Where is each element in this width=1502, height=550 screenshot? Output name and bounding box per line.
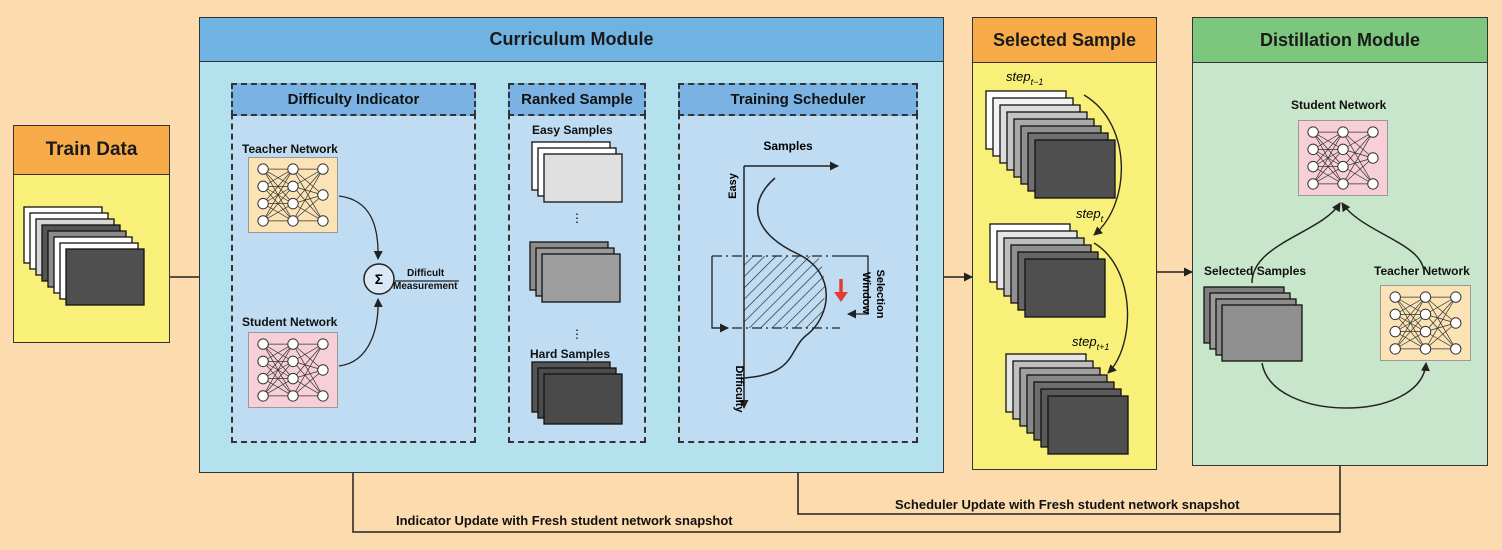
feedback-indicator-line bbox=[348, 445, 1341, 533]
svg-text:⋮: ⋮ bbox=[571, 327, 583, 341]
neuron-node bbox=[317, 338, 329, 350]
hard-samples-label: Hard Samples bbox=[530, 347, 611, 361]
samples-axis-label: Samples bbox=[763, 139, 813, 153]
train-data-stack-icon bbox=[23, 206, 145, 306]
distillation-header: Distillation Module bbox=[1192, 17, 1488, 63]
neuron-node bbox=[287, 355, 299, 368]
neuron-node bbox=[317, 189, 329, 201]
neuron-node bbox=[1337, 160, 1349, 173]
distill-student-label: Student Network bbox=[1291, 98, 1387, 112]
neuron-node bbox=[1337, 143, 1349, 156]
sum-node bbox=[363, 263, 395, 295]
indicator-update-label: Indicator Update with Fresh student netw… bbox=[396, 513, 733, 528]
neuron-node bbox=[1307, 126, 1319, 138]
neuron-node bbox=[317, 364, 329, 376]
sample-card bbox=[1221, 304, 1303, 362]
neuron-node bbox=[1450, 291, 1462, 303]
neuron-node bbox=[1389, 343, 1401, 355]
sample-card bbox=[543, 153, 623, 203]
scheduler-update-label: Scheduler Update with Fresh student netw… bbox=[895, 497, 1240, 512]
neuron-node bbox=[317, 215, 329, 227]
neuron-node bbox=[287, 197, 299, 210]
selection-window-line1: Selection bbox=[874, 270, 886, 319]
sample-card bbox=[543, 373, 623, 425]
neuron-node bbox=[257, 355, 269, 368]
teacher-network-icon bbox=[248, 157, 338, 233]
sample-card bbox=[65, 248, 145, 306]
neuron-node bbox=[1367, 152, 1379, 164]
ranked-sample-title: Ranked Sample bbox=[508, 83, 646, 116]
neuron-node bbox=[287, 338, 299, 350]
neuron-node bbox=[1337, 178, 1349, 190]
neuron-node bbox=[1419, 291, 1432, 303]
teacher-network-label: Teacher Network bbox=[242, 142, 338, 156]
difficult-measurement-line2: Measurement bbox=[393, 281, 458, 292]
neuron-node bbox=[257, 215, 269, 227]
svg-text:⋮: ⋮ bbox=[571, 211, 583, 225]
distill-student-network-icon bbox=[1298, 120, 1388, 196]
sum-symbol: Σ bbox=[375, 271, 383, 287]
neuron-node bbox=[1307, 143, 1319, 156]
student-network-label: Student Network bbox=[242, 315, 338, 329]
easy-axis-label: Easy bbox=[727, 172, 739, 199]
neuron-node bbox=[257, 197, 269, 210]
neuron-node bbox=[257, 338, 269, 350]
neuron-node bbox=[1389, 308, 1401, 321]
step-prev-label: stept−1 bbox=[1006, 69, 1043, 87]
neuron-node bbox=[1419, 343, 1432, 355]
step-cur-label: stept bbox=[1076, 206, 1104, 224]
neuron-node bbox=[1367, 178, 1379, 190]
curriculum-header: Curriculum Module bbox=[199, 17, 944, 62]
student-network-icon bbox=[248, 332, 338, 408]
neuron-node bbox=[287, 180, 299, 193]
sample-card bbox=[541, 253, 621, 303]
distillation-graphic bbox=[1203, 202, 1430, 409]
neuron-node bbox=[1389, 325, 1401, 338]
difficulty-axis-label: Difficulty bbox=[733, 365, 745, 413]
neuron-node bbox=[1450, 343, 1462, 355]
difficulty-indicator-title: Difficulty Indicator bbox=[231, 83, 476, 116]
neuron-node bbox=[1419, 325, 1432, 338]
difficult-measurement-line1: Difficult bbox=[407, 268, 445, 279]
neuron-node bbox=[1307, 160, 1319, 173]
distill-teacher-network-icon bbox=[1380, 285, 1471, 361]
sample-card bbox=[1047, 395, 1129, 455]
training-scheduler-title: Training Scheduler bbox=[678, 83, 918, 116]
neuron-node bbox=[317, 390, 329, 402]
neuron-node bbox=[257, 163, 269, 175]
neuron-node bbox=[257, 390, 269, 402]
step-next-label: stept+1 bbox=[1072, 334, 1109, 352]
neuron-node bbox=[287, 390, 299, 402]
neuron-node bbox=[1450, 317, 1462, 329]
selection-window-line2: Window bbox=[860, 272, 872, 314]
selected-sample-header: Selected Sample bbox=[972, 17, 1157, 63]
neuron-node bbox=[287, 372, 299, 385]
selected-sample-graphic: stept−1 stept stept+1 bbox=[985, 69, 1129, 455]
neuron-node bbox=[1337, 126, 1349, 138]
neuron-node bbox=[1367, 126, 1379, 138]
neuron-node bbox=[287, 163, 299, 175]
neuron-node bbox=[257, 180, 269, 193]
neuron-node bbox=[1419, 308, 1432, 321]
distill-teacher-label: Teacher Network bbox=[1374, 264, 1470, 278]
train-data-panel bbox=[13, 175, 170, 343]
sample-card bbox=[1024, 258, 1106, 318]
neuron-node bbox=[317, 163, 329, 175]
neuron-node bbox=[1389, 291, 1401, 303]
neuron-node bbox=[1307, 178, 1319, 190]
neuron-node bbox=[287, 215, 299, 227]
ranked-sample-stacks: ⋮ ⋮ bbox=[529, 141, 623, 425]
train-data-header: Train Data bbox=[13, 125, 170, 175]
neuron-node bbox=[257, 372, 269, 385]
scheduler-graph: Samples Easy Difficulty Selection Window bbox=[711, 139, 886, 413]
sample-card bbox=[1034, 139, 1116, 199]
feedback-scheduler-line bbox=[793, 445, 1341, 515]
indicator-arrows: Σ bbox=[338, 195, 459, 367]
easy-samples-label: Easy Samples bbox=[532, 123, 613, 137]
